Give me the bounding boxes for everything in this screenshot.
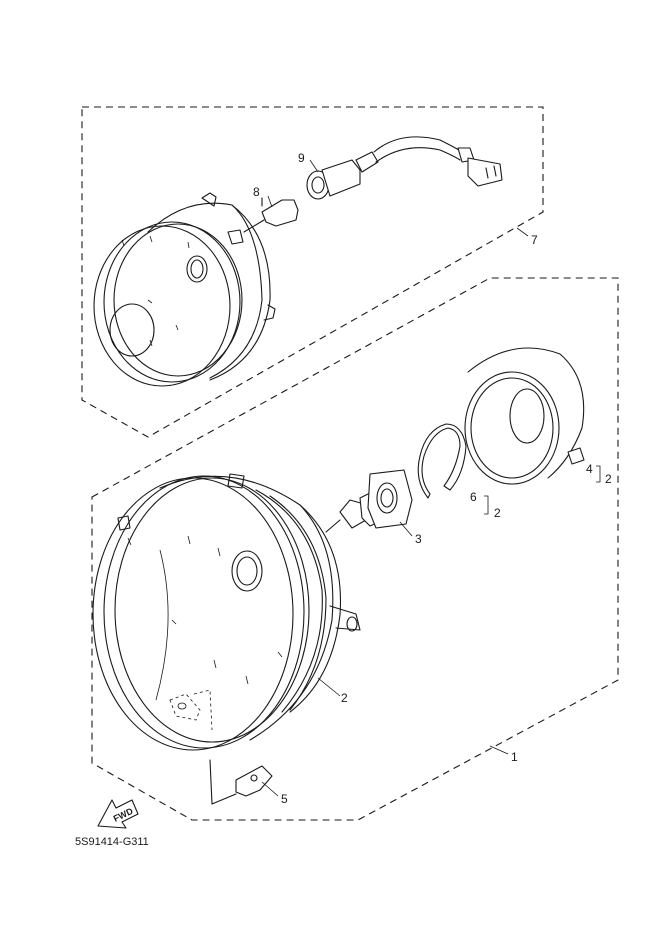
bulb-retaining-spring xyxy=(417,423,467,499)
part-label-1: 1 xyxy=(511,750,518,764)
upper-assembly-group xyxy=(81,106,544,438)
drawing-code: 5S91414-G311 xyxy=(75,836,149,848)
rear-cover xyxy=(464,347,585,485)
part-label-3: 3 xyxy=(415,532,422,546)
part-label-2-spring: 2 xyxy=(494,506,501,520)
headlight-bulb xyxy=(325,469,413,533)
socket-cord xyxy=(306,136,503,200)
bracket xyxy=(209,759,279,805)
part-label-9: 9 xyxy=(298,151,305,165)
part-label-6: 6 xyxy=(470,490,477,504)
part-label-2-housing: 2 xyxy=(341,691,348,705)
part-label-4: 4 xyxy=(586,462,593,476)
part-label-2-cover: 2 xyxy=(605,472,612,486)
lower-assembly-group xyxy=(91,277,619,821)
lower-headlight-unit xyxy=(92,473,361,751)
upper-dashed-boundary xyxy=(81,106,544,438)
fwd-arrow-icon: FWD xyxy=(97,799,139,829)
part-label-7: 7 xyxy=(531,233,538,247)
lower-dashed-boundary xyxy=(91,277,619,821)
upper-headlight-unit xyxy=(93,192,276,387)
part-label-8: 8 xyxy=(253,185,260,199)
part-label-5: 5 xyxy=(281,792,288,806)
small-bulb xyxy=(243,197,299,233)
